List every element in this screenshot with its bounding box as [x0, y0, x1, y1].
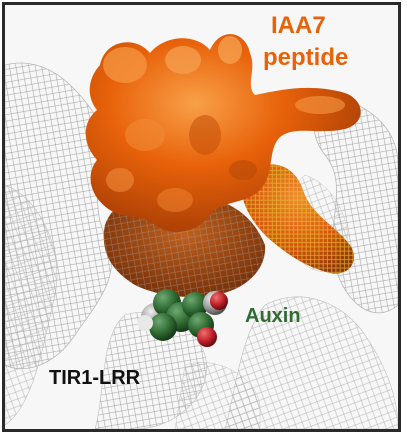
figure-frame: IAA7 peptide Auxin TIR1-LRR [2, 2, 401, 432]
auxin-label: Auxin [245, 305, 301, 327]
peptide-label-line2: peptide [263, 45, 348, 71]
receptor-label: TIR1-LRR [49, 367, 140, 389]
peptide-label-line1: IAA7 [271, 13, 326, 39]
